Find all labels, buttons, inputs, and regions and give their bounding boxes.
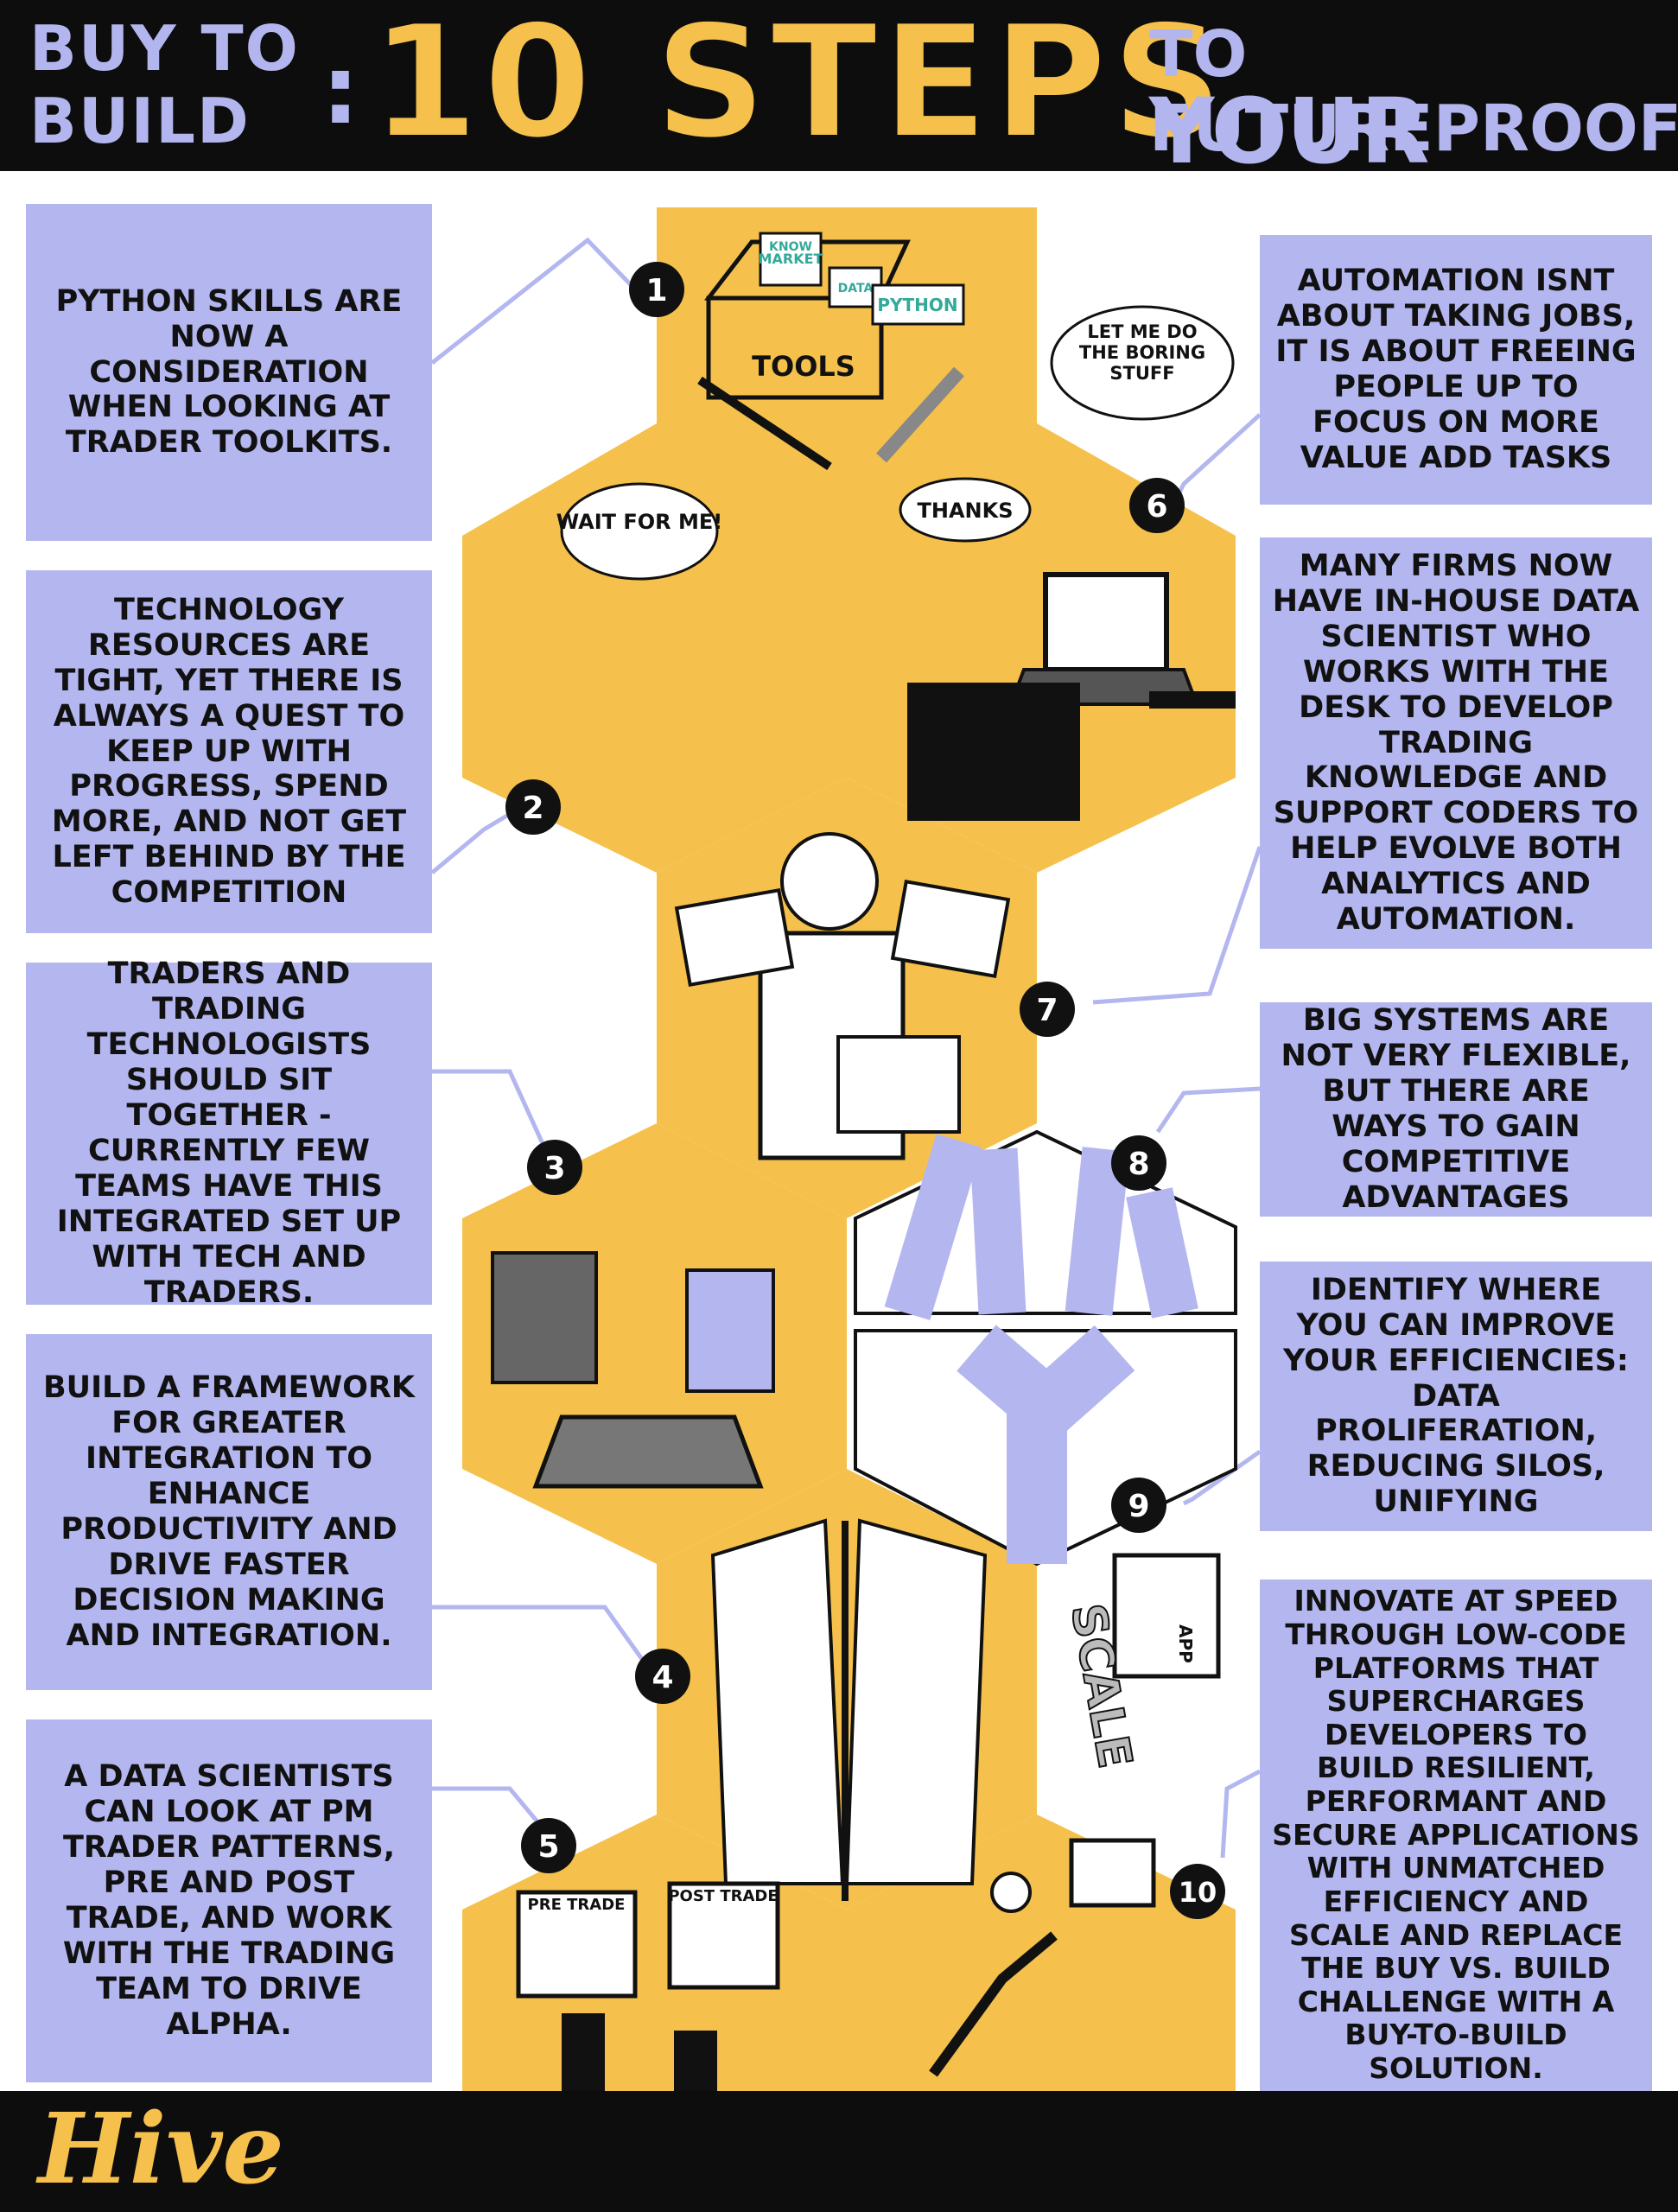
svg-text:TOOLS: TOOLS [752,350,855,383]
hive-logo: Hive [38,2093,284,2206]
title-to-futureproof: TO FUTUREPROOF [1149,17,1678,166]
step-badge-7: 7 [1036,993,1058,1028]
step-card-6: AUTOMATION ISNT ABOUT TAKING JOBS, IT IS… [1260,235,1652,505]
step-text-6: AUTOMATION ISNT ABOUT TAKING JOBS, IT IS… [1275,264,1637,475]
speech-bubbles: WAIT FOR ME! LET ME DO THE BORING STUFF … [556,305,1235,581]
step-card-3: TRADERS AND TRADING TECHNOLOGISTS SHOULD… [26,957,432,1310]
label-app: APP [1175,1624,1196,1663]
hexagon-8 [854,1129,1237,1320]
svg-text:DATA: DATA [838,282,874,296]
step-card-7: MANY FIRMS NOW HAVE IN-HOUSE DATA SCIENT… [1260,537,1652,949]
step-card-8: BIG SYSTEMS ARE NOT VERY FLEXIBLE, BUT T… [1260,1002,1652,1217]
step-text-4: BUILD A FRAMEWORK FOR GREATER INTEGRATIO… [42,1370,416,1653]
step-text-8: BIG SYSTEMS ARE NOT VERY FLEXIBLE, BUT T… [1281,1003,1631,1215]
svg-text:KNOW: KNOW [769,240,812,254]
title-ten-steps: 10 STEPS [368,0,1228,174]
connector-lines [430,237,1262,1859]
step-badge-6: 6 [1146,489,1167,524]
collaborators-illustration [491,1251,775,1489]
laptop-illustration [907,572,1236,821]
charts-illustration: PRE TRADE POST TRADE [516,1881,780,2113]
bubble-thanks: THANKS [918,499,1014,523]
footer-bar [0,2091,1678,2212]
step-card-1: PYTHON SKILLS ARE NOW A CONSIDERATION WH… [26,204,432,541]
hexagon-2 [462,423,847,873]
step-badge-3: 3 [543,1151,565,1186]
step-card-5: A DATA SCIENTISTS CAN LOOK AT PM TRADER … [26,1719,432,2082]
step-text-2: TECHNOLOGY RESOURCES ARE TIGHT, YET THER… [51,592,407,911]
step-card-10: INNOVATE AT SPEED THROUGH LOW-CODE PLATF… [1260,1580,1652,2091]
step-badge-5: 5 [537,1829,559,1865]
scientist-illustration [674,832,1011,1160]
label-post-trade: POST TRADE [668,1887,778,1905]
title-buy-to: BUY TO [29,12,300,85]
step-badges: 1 2 3 4 5 6 7 8 9 10 [505,262,1225,1919]
svg-text:PYTHON: PYTHON [877,295,957,315]
step-card-2: TECHNOLOGY RESOURCES ARE TIGHT, YET THER… [26,570,432,933]
step-badge-9: 9 [1128,1489,1149,1524]
label-pre-trade: PRE TRADE [528,1896,626,1914]
bubble-boring: LET ME DO THE BORING STUFF [1078,321,1206,384]
step-text-7: MANY FIRMS NOW HAVE IN-HOUSE DATA SCIENT… [1272,548,1640,938]
zipper-illustration [710,1518,988,1901]
step-text-10: INNOVATE AT SPEED THROUGH LOW-CODE PLATF… [1272,1584,1640,2085]
header-banner [0,0,1678,171]
step-badge-2: 2 [522,791,543,826]
step-badge-4: 4 [651,1660,673,1695]
step-card-9: IDENTIFY WHERE YOU CAN IMPROVE YOUR EFFI… [1260,1262,1652,1531]
svg-text:MARKET: MARKET [759,251,823,267]
bubble-wait: WAIT FOR ME! [556,510,722,534]
step-text-1: PYTHON SKILLS ARE NOW A CONSIDERATION WH… [55,283,403,461]
step-badge-8: 8 [1128,1147,1149,1182]
step-badge-10: 10 [1179,1876,1217,1909]
step-text-5: A DATA SCIENTISTS CAN LOOK AT PM TRADER … [62,1759,396,2042]
step-text-3: TRADERS AND TRADING TECHNOLOGISTS SHOULD… [56,957,402,1310]
step-card-4: BUILD A FRAMEWORK FOR GREATER INTEGRATIO… [26,1334,432,1690]
box-tools-illustration: TOOLS MARKET DATA PYTHON KNOW [697,232,965,471]
step-badge-1: 1 [645,273,667,308]
step-text-9: IDENTIFY WHERE YOU CAN IMPROVE YOUR EFFI… [1283,1272,1629,1520]
title-colon: : [321,35,361,145]
title-build: BUILD [29,85,251,157]
